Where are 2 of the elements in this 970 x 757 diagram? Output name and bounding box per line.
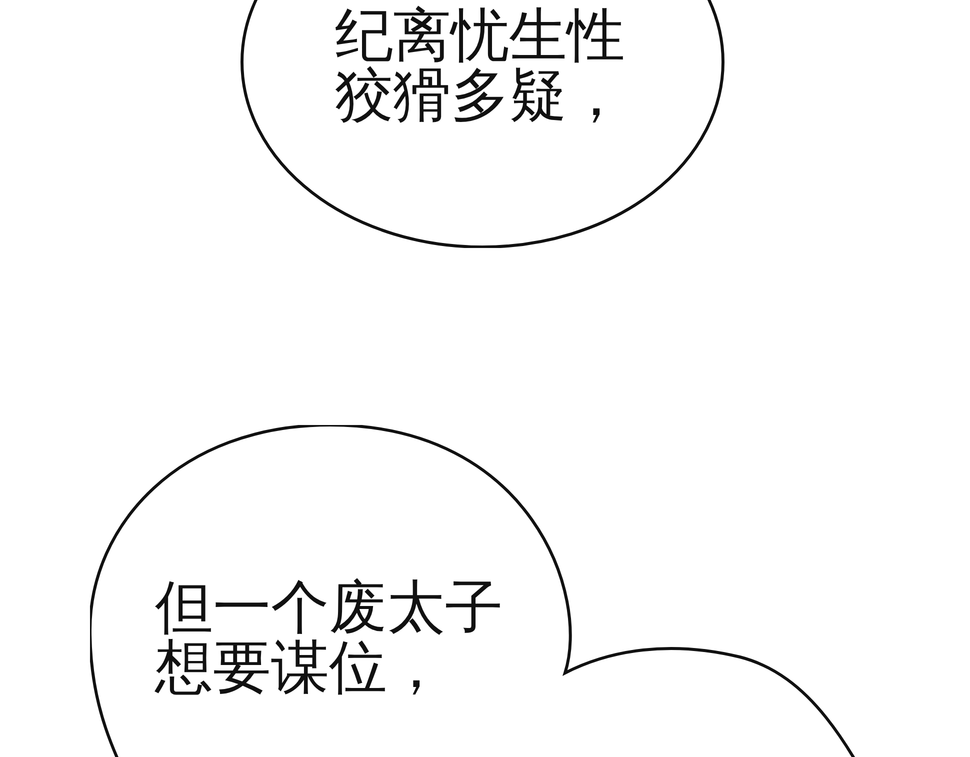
speech-text: 纪离忧生性狡猾多疑， xyxy=(335,5,626,125)
speech-text: 但一个废太子想要谋位， xyxy=(155,577,504,697)
